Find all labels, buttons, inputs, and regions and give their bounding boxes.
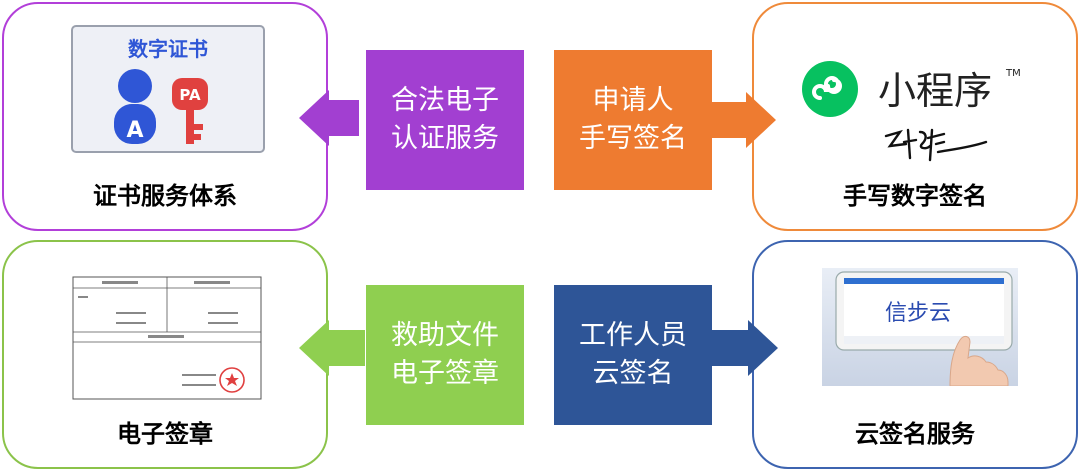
cloud-signature-panel: 信步云 云签名服务 <box>752 240 1078 469</box>
handwrite-signature-panel: 小程序 TM 手写数字签名 <box>752 2 1078 231</box>
applicant-signature-box: 申请人 手写签名 <box>554 50 712 190</box>
screen-signature-text: 信步云 <box>885 301 951 326</box>
legal-auth-arrow <box>299 90 359 146</box>
miniprogram-icon <box>812 76 842 100</box>
relief-seal-box: 救助文件 电子签章 <box>366 285 524 425</box>
handwritten-signature-image <box>884 128 988 162</box>
hand-icon <box>949 335 1009 386</box>
person-icon: A <box>114 69 156 144</box>
sealed-document-image <box>72 276 262 400</box>
svg-text:A: A <box>126 118 143 143</box>
e-seal-caption: 电子签章 <box>117 420 213 448</box>
applicant-signature-arrow <box>712 92 776 148</box>
cert-service-caption: 证书服务体系 <box>93 182 237 210</box>
svg-text:PA: PA <box>179 86 201 104</box>
cert-service-panel: 数字证书 A PA 证书服务体系 <box>2 2 328 231</box>
legal-auth-box: 合法电子 认证服务 <box>366 50 524 190</box>
digital-certificate-card: 数字证书 A PA <box>71 25 265 153</box>
svg-text:TM: TM <box>1005 68 1021 79</box>
key-icon: PA <box>172 78 208 144</box>
miniprogram-logo: 小程序 TM <box>802 61 1021 117</box>
handwrite-signature-caption: 手写数字签名 <box>843 182 987 210</box>
e-seal-panel: 电子签章 <box>2 240 328 469</box>
staff-cloud-signature-box: 工作人员 云签名 <box>554 285 712 425</box>
red-seal-stamp <box>219 367 245 393</box>
card-title: 数字证书 <box>128 37 208 61</box>
cloud-signature-caption: 云签名服务 <box>855 420 975 448</box>
staff-cloud-signature-arrow <box>712 320 778 376</box>
tablet-signing-photo: 信步云 <box>822 268 1018 386</box>
relief-seal-arrow <box>299 320 365 376</box>
svg-text:小程序: 小程序 <box>878 69 992 113</box>
